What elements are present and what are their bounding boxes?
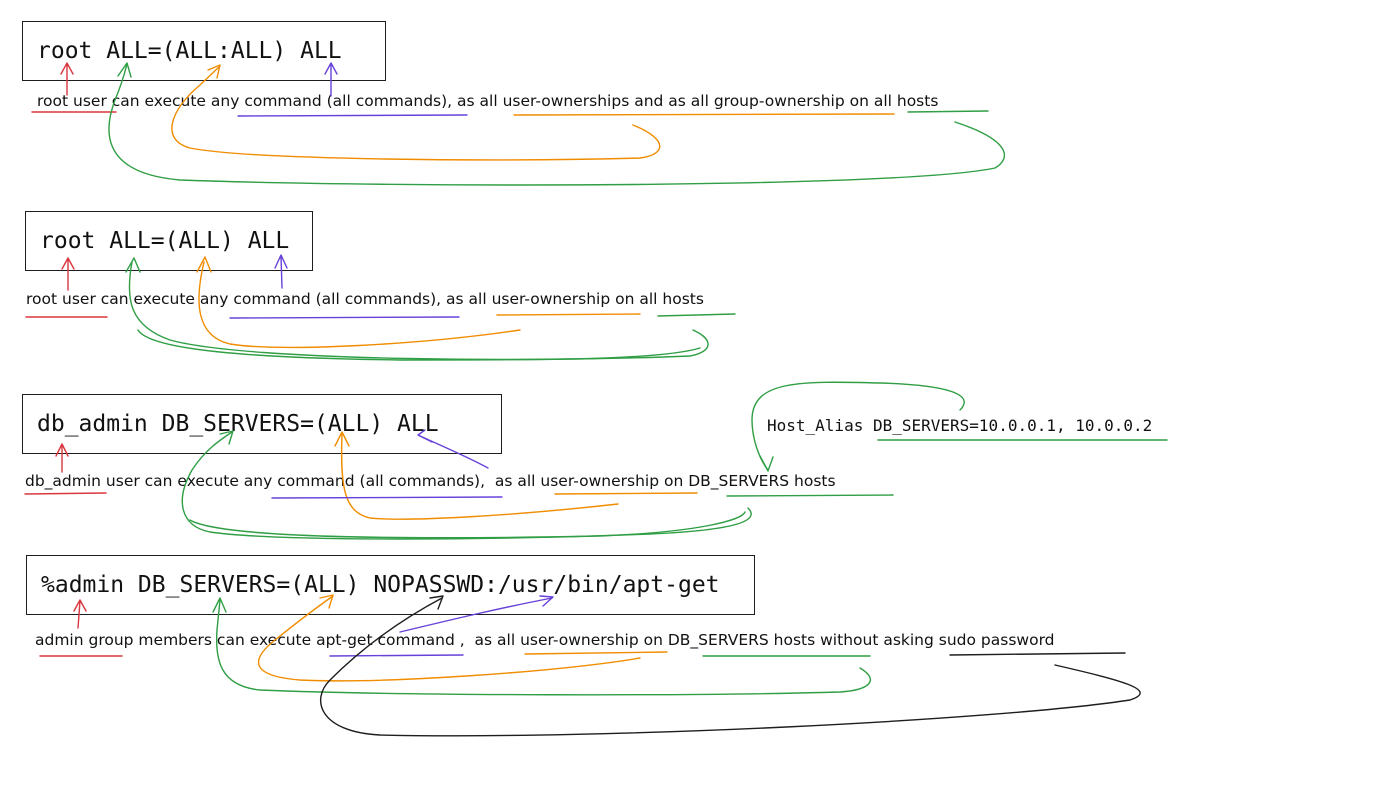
rule-2-runas-link: [196, 256, 641, 349]
rule-3-host-link: [181, 430, 752, 540]
sudoers-rule-1-box: root ALL=(ALL:ALL) ALL: [22, 21, 386, 81]
sudoers-rule-2-code: root ALL=(ALL) ALL: [40, 228, 290, 254]
rule-3-explanation: db_admin user can execute any command (a…: [25, 472, 836, 490]
rule-4-command-link: [329, 595, 554, 657]
rule-1-user-link: [31, 62, 117, 113]
rule-2-host-link: [125, 257, 736, 361]
sudoers-rule-4-box: %admin DB_SERVERS=(ALL) NOPASSWD:/usr/bi…: [26, 555, 755, 615]
rule-4-runas-link: [257, 594, 668, 682]
sudoers-rule-4-code: %admin DB_SERVERS=(ALL) NOPASSWD:/usr/bi…: [41, 572, 720, 598]
rule-2-command-link: [229, 254, 460, 319]
rule-1-runas-link: [171, 64, 895, 161]
rule-3-host-alias-underline: [726, 439, 1168, 497]
rule-4-explanation: admin group members can execute apt-get …: [35, 631, 1055, 649]
rule-4-user-link: [39, 599, 123, 657]
rule-4-nopasswd-link: [320, 595, 1141, 737]
rule-3-alias-to-hosts-link: [751, 381, 965, 472]
sudoers-rule-3-box: db_admin DB_SERVERS=(ALL) ALL: [22, 394, 502, 454]
rule-3-runas-link: [334, 431, 698, 520]
rule-1-explanation: root user can execute any command (all c…: [37, 92, 939, 110]
rule-1-command-link: [237, 62, 468, 117]
host-alias-definition: Host_Alias DB_SERVERS=10.0.0.1, 10.0.0.2: [767, 416, 1153, 435]
sudoers-rule-2-box: root ALL=(ALL) ALL: [25, 211, 313, 271]
sudoers-rule-1-code: root ALL=(ALL:ALL) ALL: [37, 38, 342, 64]
rule-1-host-link: [108, 62, 1005, 186]
rule-4-host-link: [212, 597, 872, 696]
rule-3-command-link: [271, 429, 503, 499]
rule-2-user-link: [25, 257, 108, 318]
rule-3-user-link: [24, 443, 107, 495]
sudoers-rule-3-code: db_admin DB_SERVERS=(ALL) ALL: [37, 411, 439, 437]
rule-2-explanation: root user can execute any command (all c…: [26, 290, 704, 308]
